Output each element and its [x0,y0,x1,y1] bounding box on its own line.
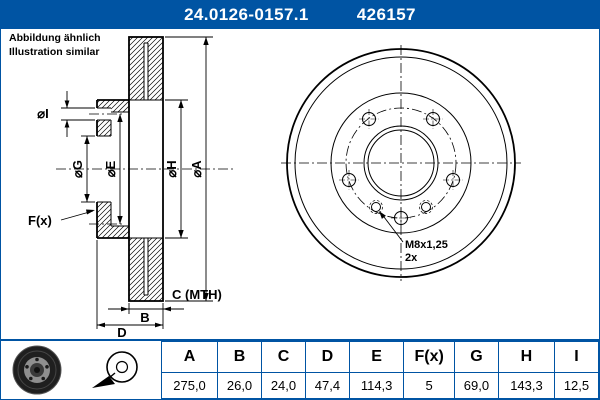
label-c-mth: C (MTH) [172,287,222,302]
reference-number: 426157 [356,5,416,24]
dim-f: F(x) [28,209,95,228]
value-d: 47,4 [304,371,350,399]
col-header-e: E [348,341,405,373]
col-header-b: B [217,341,262,373]
spec-header-row: A B C D E F(x) G H I [160,341,599,373]
bottom-strip: A B C D E F(x) G H I 275,0 26,0 24,0 47,… [1,339,599,399]
col-header-i: I [553,341,599,373]
label-thread-qty: 2x [405,252,418,264]
thread-holes: M8x1,25 2x [369,200,448,264]
front-view: M8x1,25 2x [281,45,521,281]
label-dia-g: ⌀G [70,160,85,178]
col-header-h: H [497,341,555,373]
label-d: D [117,325,126,339]
col-header-a: A [160,341,219,373]
value-c: 24,0 [261,371,306,399]
value-a: 275,0 [160,371,219,399]
dim-diameter-h: ⌀H [164,99,188,239]
label-f: F(x) [28,213,52,228]
spec-value-row: 275,0 26,0 24,0 47,4 114,3 5 69,0 143,3 … [160,371,599,399]
value-h: 143,3 [497,371,555,399]
col-header-f: F(x) [403,341,455,373]
note-line-de: Abbildung ähnlich [9,32,101,44]
col-header-d: D [304,341,350,373]
note-line-en: Illustration similar [9,45,100,58]
label-b: B [140,310,149,325]
col-header-c: C [261,341,306,373]
label-thread-spec: M8x1,25 [405,239,448,251]
dim-diameter-i: ⌀I [37,91,95,137]
title-bar: 24.0126-0157.1 426157 [1,1,599,29]
dim-d: D [96,240,163,339]
icons-cell [1,341,161,399]
value-e: 114,3 [348,371,405,399]
label-dia-a: ⌀A [189,160,204,178]
disc-measurement-icon [92,351,138,388]
bolt-holes [339,109,463,228]
part-number: 24.0126-0157.1 [184,5,309,24]
label-dia-i: ⌀I [37,106,48,121]
dim-diameter-e: ⌀E [103,114,123,224]
label-dia-e: ⌀E [103,160,118,177]
value-g: 69,0 [453,371,499,399]
value-f: 5 [403,371,455,399]
spec-table: A B C D E F(x) G H I 275,0 26,0 24,0 47,… [160,341,599,399]
technical-drawing: ⌀A ⌀H ⌀E ⌀G [28,36,521,339]
section-view [56,36,236,302]
dim-diameter-g: ⌀G [70,135,95,203]
value-i: 12,5 [553,371,599,399]
brake-disc-photo-icon [12,345,62,395]
similarity-note: Abbildung ähnlich Illustration similar [9,32,101,59]
dim-diameter-a: ⌀A [165,36,213,302]
label-dia-h: ⌀H [164,160,179,177]
col-header-g: G [453,341,499,373]
value-b: 26,0 [217,371,262,399]
